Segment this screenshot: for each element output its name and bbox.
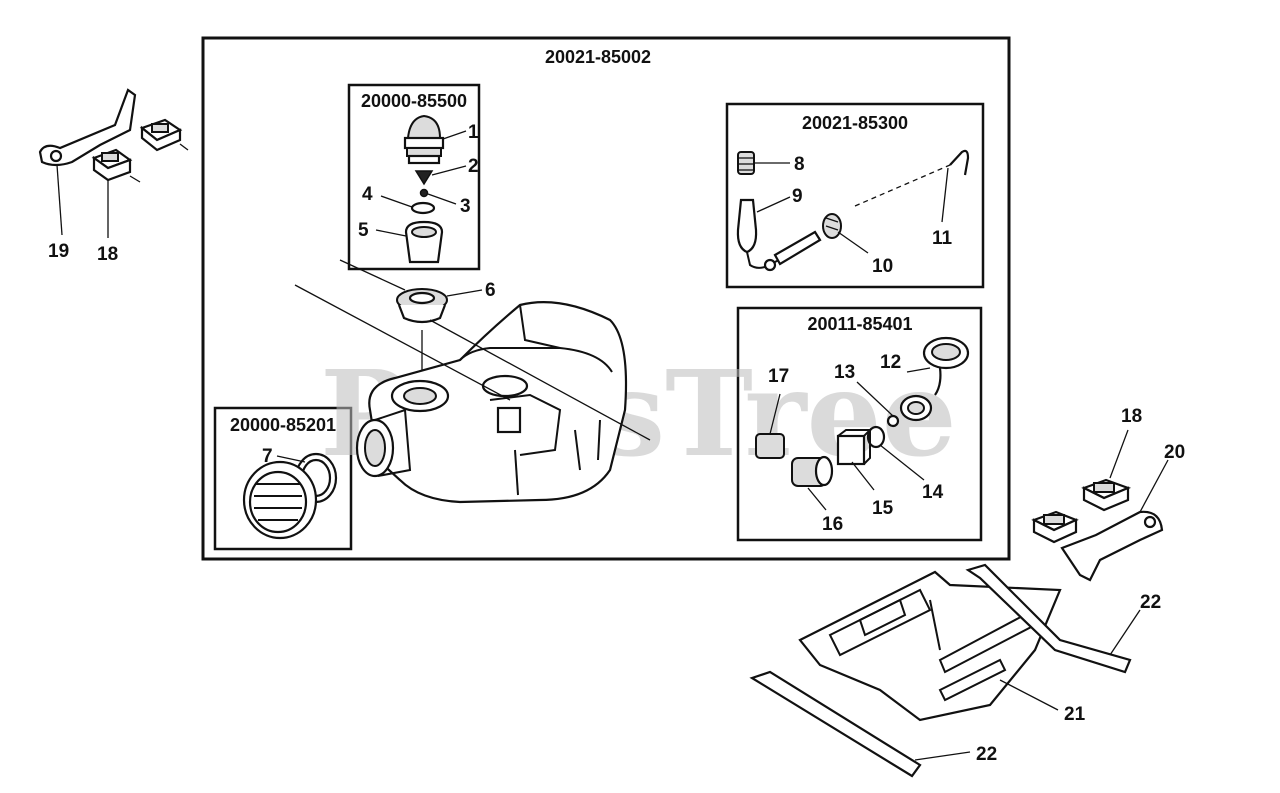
primer-assembly-label: 20000-85500 xyxy=(361,91,467,111)
primer-valve-part xyxy=(414,170,434,186)
filter-assembly-box xyxy=(736,306,983,542)
filter-assembly-label: 20011-85401 xyxy=(807,314,912,334)
callout-18-right: 18 xyxy=(1121,406,1142,427)
left-vibration-mount-upper-part xyxy=(139,118,183,152)
fuel-line-spring-part xyxy=(822,213,842,239)
callout-22-upper: 22 xyxy=(1140,592,1161,613)
callout-6: 6 xyxy=(485,280,496,301)
cap-assembly-box xyxy=(213,406,353,551)
lower-strap-part xyxy=(749,670,922,778)
callout-7: 7 xyxy=(262,446,273,467)
callout-5: 5 xyxy=(358,220,369,241)
callout-3: 3 xyxy=(460,196,471,217)
fuel-cap-part xyxy=(242,452,338,540)
callout-13: 13 xyxy=(834,362,855,383)
callout-11: 11 xyxy=(932,228,953,249)
return-line-part xyxy=(854,149,970,207)
cap-assembly-label: 20000-85201 xyxy=(230,415,336,435)
callout-14: 14 xyxy=(922,482,944,503)
callout-1: 1 xyxy=(468,122,479,143)
primer-assembly-box xyxy=(347,83,481,271)
primer-bulb-part xyxy=(403,114,445,165)
spring-part xyxy=(737,151,755,175)
callout-16: 16 xyxy=(822,514,843,535)
right-vibration-mount-upper-part xyxy=(1081,478,1132,512)
callout-4: 4 xyxy=(362,184,373,205)
left-bracket-part xyxy=(38,88,137,167)
upper-strap-part xyxy=(965,563,1132,674)
fuel-tank-part xyxy=(355,301,628,504)
filter-body-part xyxy=(791,455,834,487)
callout-10: 10 xyxy=(872,256,893,277)
tank-neck xyxy=(355,408,412,478)
primer-check-ball-part xyxy=(419,188,429,198)
primer-housing-part xyxy=(404,220,444,264)
handle-guard-part xyxy=(798,570,1062,722)
left-vibration-mount-lower-part xyxy=(91,148,133,182)
fuel-line-part xyxy=(736,198,822,272)
callout-2: 2 xyxy=(468,156,479,177)
callout-9: 9 xyxy=(792,186,803,207)
filter-cube-part xyxy=(836,427,873,466)
callout-8: 8 xyxy=(794,154,805,175)
right-vibration-mount-lower-part xyxy=(1031,510,1079,544)
fuel-filter-part xyxy=(899,336,970,422)
callout-19: 19 xyxy=(48,241,69,262)
callout-21: 21 xyxy=(1064,704,1086,725)
callout-22-lower: 22 xyxy=(976,744,997,765)
main-assembly-box xyxy=(201,36,1011,561)
primer-washer-part xyxy=(410,201,436,215)
filter-block-part xyxy=(755,433,785,459)
filter-oring-part xyxy=(866,425,886,449)
callout-17: 17 xyxy=(768,366,789,387)
callout-15: 15 xyxy=(872,498,894,519)
filter-plug-part xyxy=(886,414,900,428)
main-assembly-label: 20021-85002 xyxy=(545,47,651,67)
callout-18-left: 18 xyxy=(97,244,118,265)
grommet-part xyxy=(396,288,448,324)
fuel-line-assembly-box xyxy=(725,102,985,289)
callout-20: 20 xyxy=(1164,442,1185,463)
fuel-line-assembly-label: 20021-85300 xyxy=(802,113,908,133)
callout-12: 12 xyxy=(880,352,901,373)
